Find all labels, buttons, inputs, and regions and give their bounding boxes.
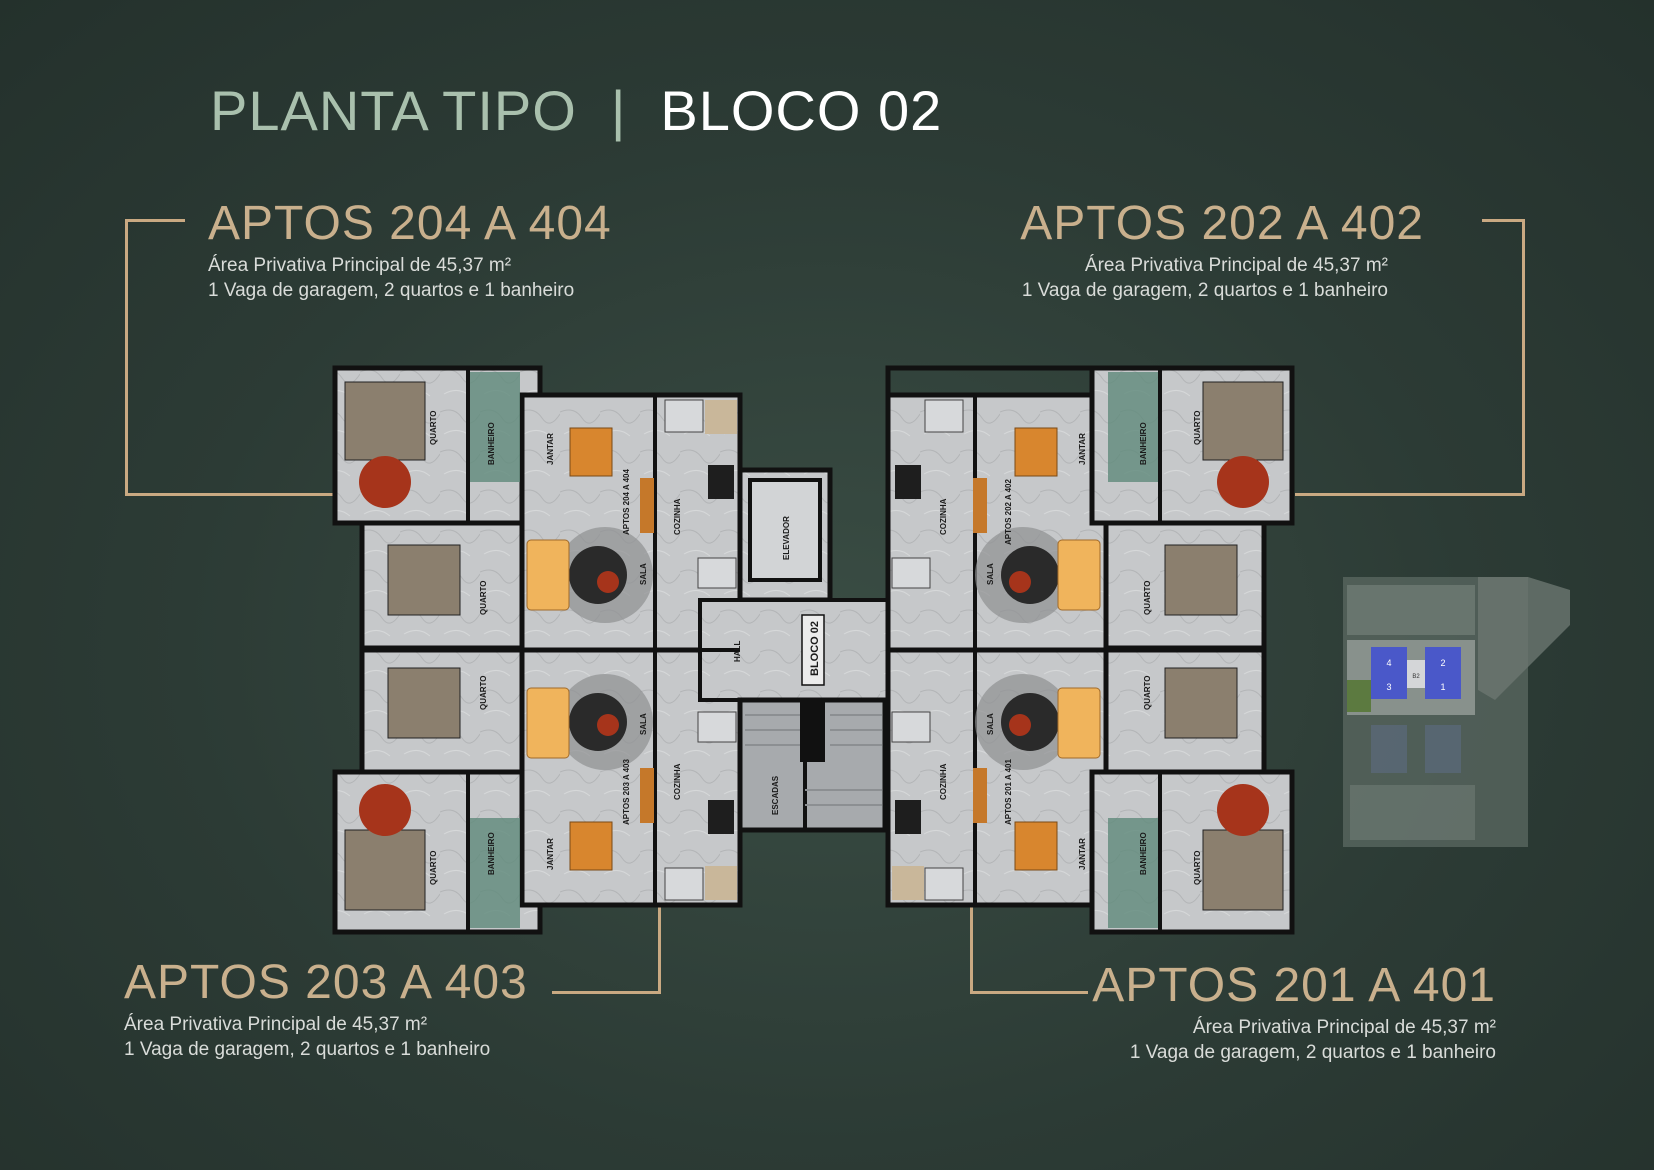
- room-label: COZINHA: [673, 498, 682, 535]
- room-label: BANHEIRO: [1139, 832, 1148, 875]
- room-label: APTOS 202 A 402: [1004, 478, 1013, 545]
- room-label: APTOS 201 A 401: [1004, 758, 1013, 825]
- room-label: COZINHA: [939, 498, 948, 535]
- room-label: BANHEIRO: [487, 422, 496, 465]
- unit-area: Área Privativa Principal de 45,37 m²: [1192, 1017, 1496, 1038]
- room-label: JANTAR: [546, 838, 555, 870]
- unit-block-bl: APTOS 203 A 403 Área Privativa Principal…: [124, 955, 528, 1062]
- unit-features: 1 Vaga de garagem, 2 quartos e 1 banheir…: [208, 280, 575, 301]
- room-label: APTOS 203 A 403: [622, 758, 631, 825]
- unit-features: 1 Vaga de garagem, 2 quartos e 1 banheir…: [124, 1039, 491, 1060]
- room-label: QUARTO: [479, 580, 488, 615]
- room-label: SALA: [986, 713, 995, 735]
- beds: [344, 381, 1284, 911]
- room-label: QUARTO: [429, 850, 438, 885]
- room-label: JANTAR: [546, 433, 555, 465]
- leader-line: [970, 991, 1088, 994]
- core: [745, 478, 882, 806]
- kitchens: [664, 399, 964, 901]
- unit-heading: APTOS 202 A 402: [1020, 197, 1424, 250]
- unit-heading: APTOS 201 A 401: [1092, 959, 1496, 1012]
- leader-line: [1295, 493, 1525, 496]
- title-right: BLOCO 02: [660, 79, 943, 142]
- room-label: BLOCO 02: [809, 621, 821, 676]
- title-separator: |: [610, 79, 627, 142]
- bathrooms: [470, 372, 1158, 928]
- key-map: 4 2 3 1 B2: [1343, 577, 1570, 847]
- leader-line: [1522, 219, 1525, 495]
- room-label: COZINHA: [939, 763, 948, 800]
- leader-line: [125, 219, 128, 495]
- unit-area: Área Privativa Principal de 45,37 m²: [1084, 255, 1388, 276]
- unit-area: Área Privativa Principal de 45,37 m²: [208, 255, 512, 276]
- leader-line: [1482, 219, 1524, 222]
- room-label: QUARTO: [479, 675, 488, 710]
- room-label: COZINHA: [673, 763, 682, 800]
- leader-line: [552, 991, 660, 994]
- room-label: ESCADAS: [771, 775, 780, 815]
- unit-features: 1 Vaga de garagem, 2 quartos e 1 banheir…: [1021, 280, 1388, 301]
- leader-line: [658, 905, 661, 994]
- room-label: QUARTO: [1193, 410, 1202, 445]
- room-label: QUARTO: [1143, 580, 1152, 615]
- key-map-block: B2: [1412, 674, 1420, 680]
- page-title: PLANTA TIPO | BLOCO 02: [210, 78, 942, 143]
- unit-heading: APTOS 204 A 404: [208, 197, 612, 250]
- title-left: PLANTA TIPO: [210, 79, 577, 142]
- leader-line: [970, 905, 973, 994]
- room-label: SALA: [639, 563, 648, 585]
- room-label: ELEVADOR: [782, 516, 791, 560]
- room-label: HALL: [733, 641, 742, 662]
- room-labels: QUARTO BANHEIRO JANTAR COZINHA SALA QUAR…: [429, 410, 1202, 885]
- unit-heading: APTOS 203 A 403: [124, 956, 528, 1009]
- key-map-number: 2: [1440, 658, 1445, 668]
- unit-block-tr: APTOS 202 A 402 Área Privativa Principal…: [1020, 196, 1472, 303]
- key-map-number: 1: [1440, 682, 1445, 692]
- living-areas: [526, 427, 1101, 871]
- unit-area: Área Privativa Principal de 45,37 m²: [124, 1014, 428, 1035]
- room-label: QUARTO: [1143, 675, 1152, 710]
- room-label: SALA: [986, 563, 995, 585]
- room-label: JANTAR: [1078, 838, 1087, 870]
- room-label: SALA: [639, 713, 648, 735]
- unit-block-br: APTOS 201 A 401 Área Privativa Principal…: [1092, 958, 1496, 1065]
- room-label: BANHEIRO: [1139, 422, 1148, 465]
- room-label: JANTAR: [1078, 433, 1087, 465]
- key-map-number: 4: [1386, 658, 1391, 668]
- room-label: QUARTO: [429, 410, 438, 445]
- room-label: QUARTO: [1193, 850, 1202, 885]
- room-label: APTOS 204 A 404: [622, 468, 631, 535]
- leader-line: [125, 219, 185, 222]
- key-map-number: 3: [1386, 682, 1391, 692]
- unit-block-tl: APTOS 204 A 404 Área Privativa Principal…: [208, 196, 612, 303]
- room-label: BANHEIRO: [487, 832, 496, 875]
- unit-features: 1 Vaga de garagem, 2 quartos e 1 banheir…: [1129, 1042, 1496, 1063]
- leader-line: [125, 493, 335, 496]
